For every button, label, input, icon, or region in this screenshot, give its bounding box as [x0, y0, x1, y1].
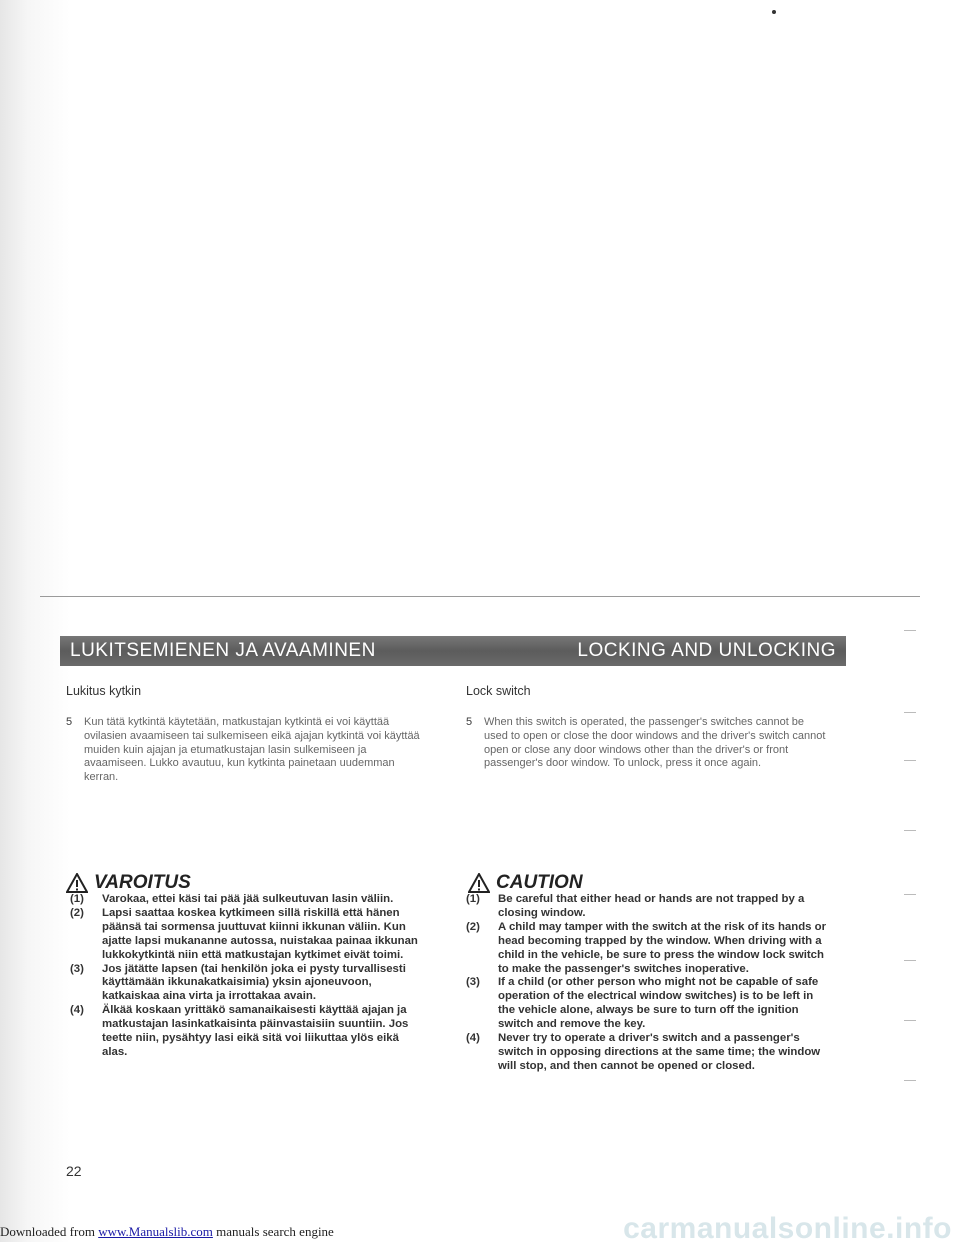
subhead-fi: Lukitus kytkin: [66, 684, 142, 698]
manualslib-link[interactable]: www.Manualslib.com: [98, 1224, 213, 1239]
page-number: 22: [66, 1163, 82, 1179]
footer-prefix: Downloaded from: [0, 1224, 99, 1239]
warning-triangle-icon: [468, 873, 490, 893]
list-item: (2)Lapsi saattaa koskea kytkimeen sillä …: [70, 906, 418, 961]
download-footer: Downloaded from www.Manualslib.com manua…: [0, 1224, 334, 1240]
list-item: (2)A child may tamper with the switch at…: [466, 920, 827, 975]
banner-title-fi: LUKITSEMIENEN JA AVAAMINEN: [70, 640, 376, 661]
subhead-en: Lock switch: [466, 684, 531, 698]
warning-triangle-icon: [66, 873, 88, 893]
horizontal-rule: [40, 596, 920, 597]
warning-list-fi: (1)Varokaa, ettei käsi tai pää jää sulke…: [70, 893, 418, 1060]
list-item: (3)If a child (or other person who might…: [466, 976, 819, 1031]
para-text: When this switch is operated, the passen…: [484, 716, 826, 770]
watermark: carmanualsonline.info: [623, 1212, 952, 1245]
margin-marks: [904, 620, 924, 1140]
speck: [772, 10, 776, 14]
list-item: (1)Varokaa, ettei käsi tai pää jää sulke…: [70, 893, 394, 905]
list-item: (3)Jos jätätte lapsen (tai henkilön joka…: [70, 962, 406, 1003]
paragraph-fi: 5 Kun tätä kytkintä käytetään, matkustaj…: [66, 716, 428, 785]
page-edge-shadow: [0, 0, 70, 1242]
para-number: 5: [466, 716, 473, 728]
list-item: (4)Never try to operate a driver's switc…: [466, 1032, 821, 1072]
warning-heading-en: CAUTION: [468, 872, 583, 894]
section-banner: LUKITSEMIENEN JA AVAAMINEN LOCKING AND U…: [60, 636, 846, 666]
para-text: Kun tätä kytkintä käytetään, matkustajan…: [84, 716, 420, 784]
warning-list-en: (1)Be careful that either head or hands …: [466, 893, 830, 1074]
paragraph-en: 5 When this switch is operated, the pass…: [466, 716, 830, 771]
warning-title: VAROITUS: [94, 872, 191, 893]
list-item: (4)Älkää koskaan yrittäkö samanaikaisest…: [70, 1004, 409, 1058]
footer-suffix: manuals search engine: [212, 1224, 334, 1239]
list-item: (1)Be careful that either head or hands …: [466, 893, 805, 919]
warning-heading-fi: VAROITUS: [66, 872, 191, 894]
warning-title: CAUTION: [496, 872, 583, 893]
para-number: 5: [66, 716, 73, 728]
banner-title-en: LOCKING AND UNLOCKING: [577, 640, 836, 661]
